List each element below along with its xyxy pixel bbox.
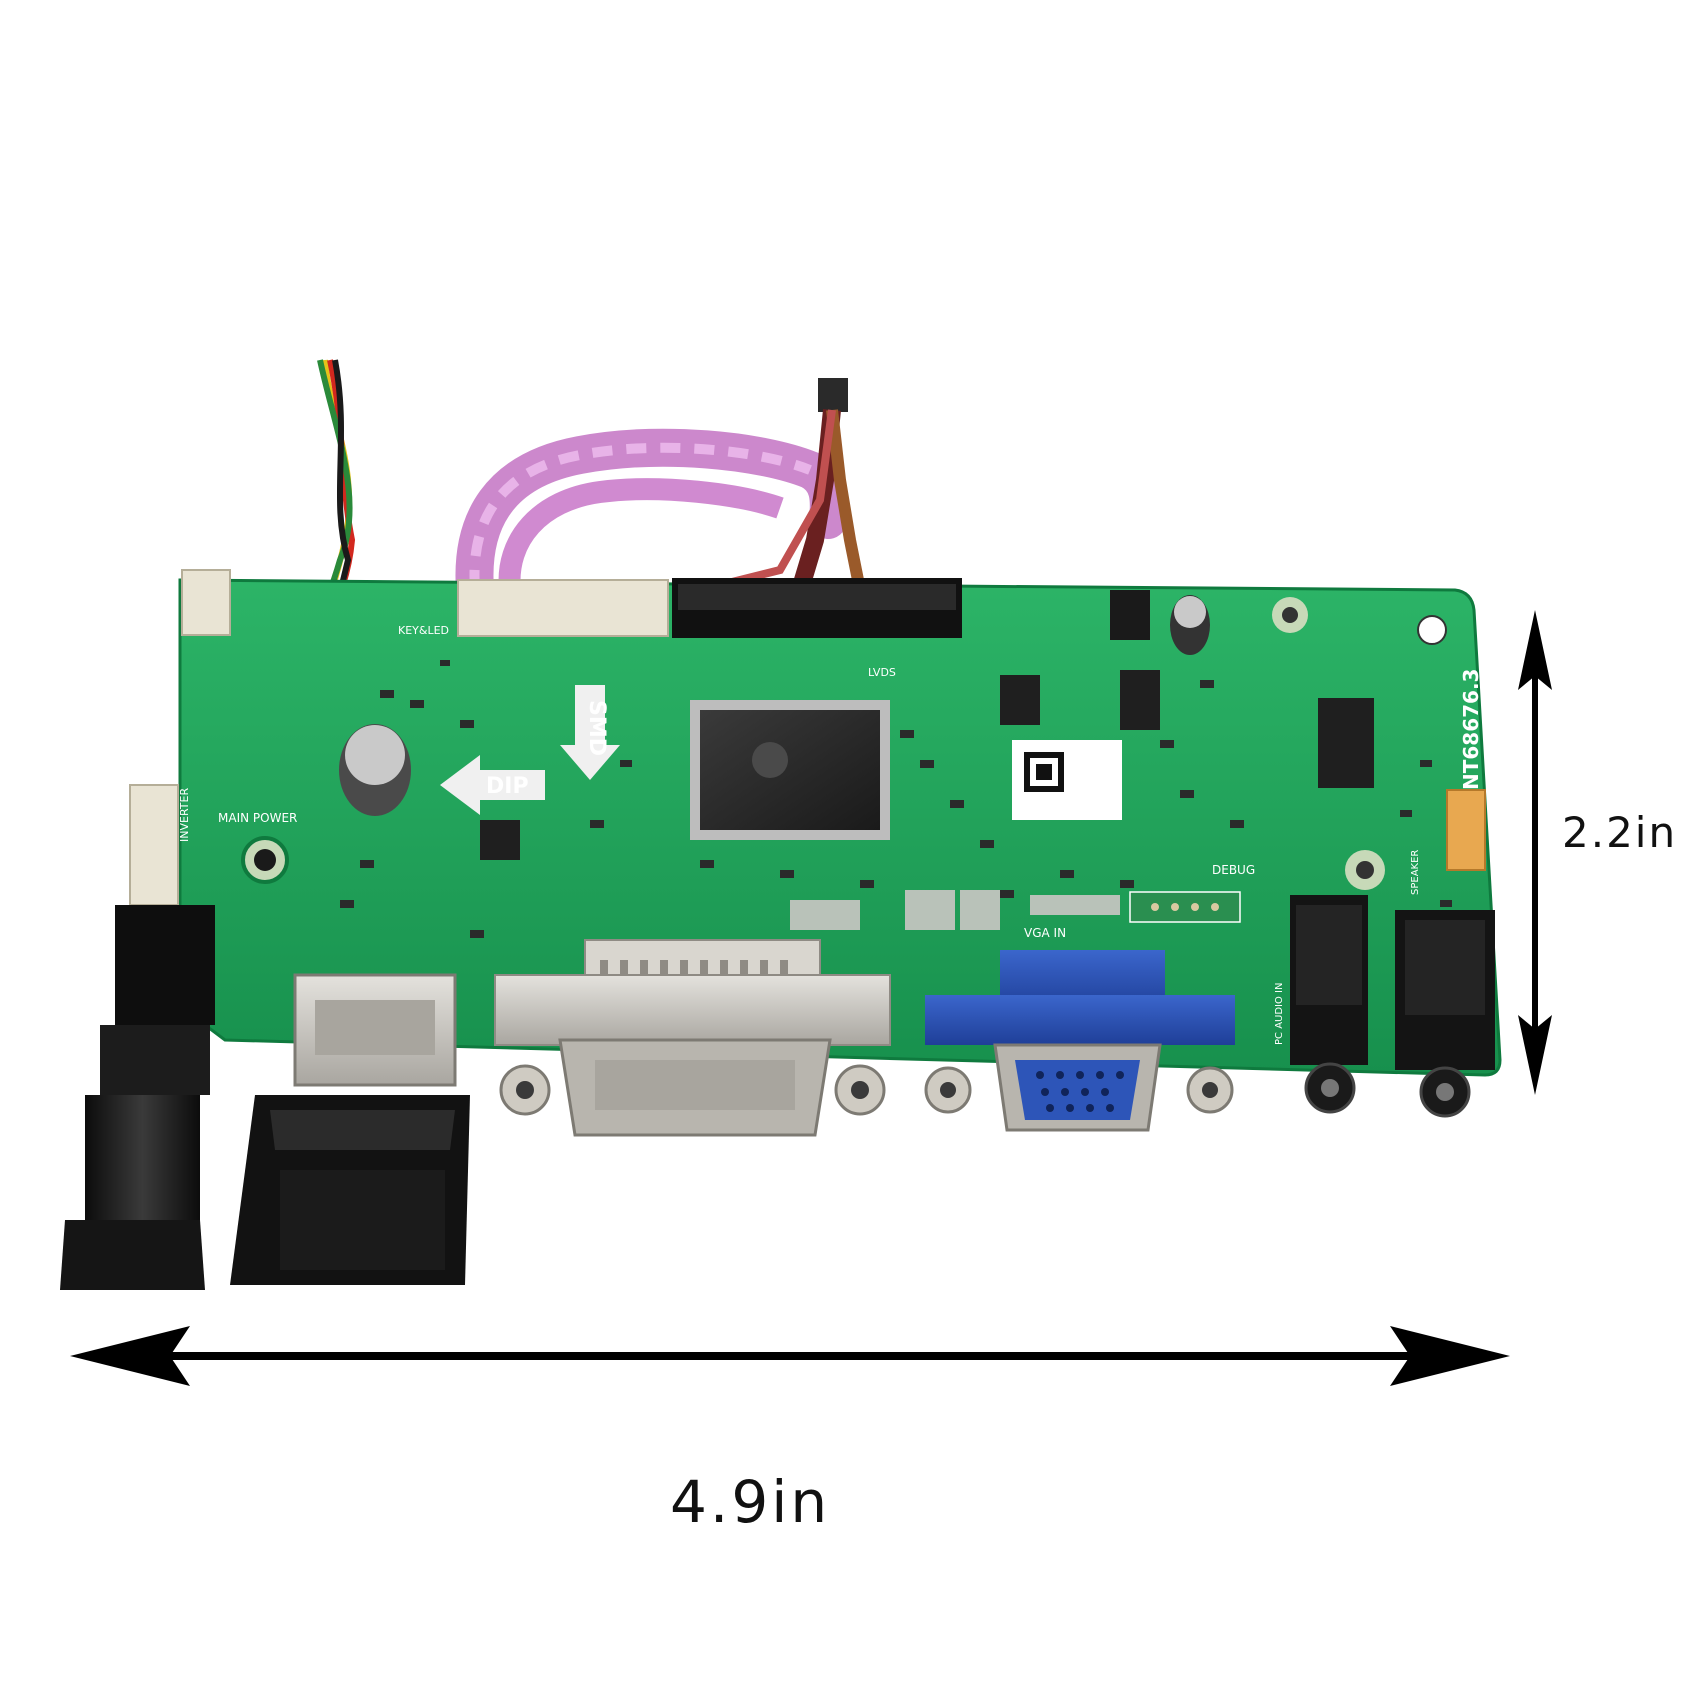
qr-label [1012, 740, 1122, 820]
hdmi-plug [230, 973, 470, 1285]
smd-components [340, 660, 1452, 938]
main-chip [690, 700, 890, 840]
lvds-cable [455, 378, 866, 609]
debug-silkscreen: DEBUG [1212, 863, 1255, 877]
smd-silkscreen: SMD [584, 700, 609, 756]
dvi-connector [494, 939, 891, 1137]
dip-silkscreen: DIP [486, 774, 529, 799]
resistor-arrays [790, 890, 1120, 930]
audio-jacks [1290, 895, 1495, 1118]
speaker-silkscreen: SPEAKER [1410, 850, 1421, 895]
top-connectors [129, 569, 1486, 923]
width-dimension-arrow [70, 1326, 1510, 1386]
model-silkscreen: NT68676.3 [1459, 669, 1483, 790]
capacitors [339, 595, 1210, 816]
height-dimension-arrow [1518, 610, 1552, 1095]
vga-connector [924, 950, 1235, 1132]
inverter-silkscreen: INVERTER [178, 788, 191, 842]
lvds-silkscreen: LVDS [868, 666, 896, 679]
keyboard-silkscreen: KEY&LED [398, 624, 449, 637]
pc-audio-in-silkscreen: PC AUDIO IN [1274, 983, 1285, 1045]
silkscreen-labels: DIP SMD MAIN POWER INVERTER KEY&LED LVDS… [178, 624, 1483, 1045]
mounting-holes [241, 597, 1447, 890]
height-dimension-label: 2.2in [1562, 808, 1678, 857]
dip-smd-arrows [440, 685, 620, 815]
vga-in-silkscreen: VGA IN [1024, 926, 1066, 940]
small-ics [480, 670, 1374, 860]
main-power-silkscreen: MAIN POWER [218, 811, 297, 825]
width-dimension-label: 4.9in [670, 1468, 831, 1536]
power-plug [60, 905, 215, 1290]
